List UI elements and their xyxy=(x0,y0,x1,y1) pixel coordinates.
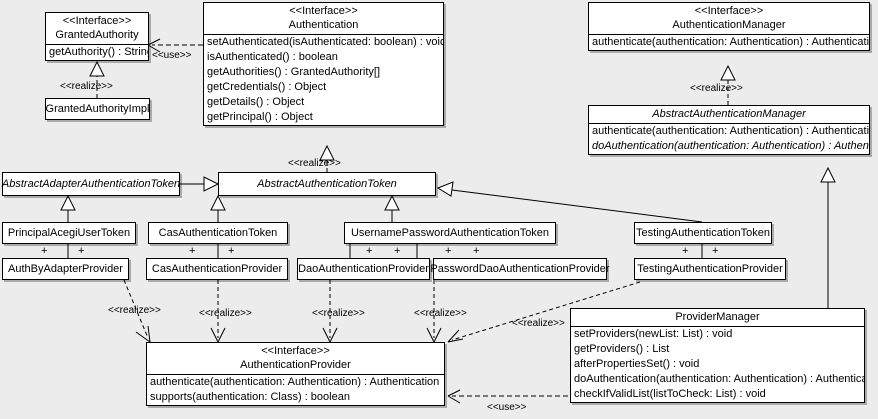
member-row: authenticate(authentication: Authenticat… xyxy=(150,376,440,388)
class-members: getAuthority() : String xyxy=(46,45,148,60)
member-row: doAuthentication(authentication: Authent… xyxy=(574,373,864,385)
class-authentication[interactable]: <<Interface>> Authentication setAuthenti… xyxy=(203,2,444,126)
class-members: setProviders(newList: List) : void getPr… xyxy=(571,327,864,402)
class-header: ProviderManager xyxy=(571,309,864,327)
class-authentication-provider[interactable]: <<Interface>> AuthenticationProvider aut… xyxy=(146,342,445,406)
edge-label-use-provider-manager: <<use>> xyxy=(487,402,527,413)
association-marker: + xyxy=(41,245,48,257)
edge-label-realize-testing-provider: <<realize>> xyxy=(512,318,565,329)
class-username-password-authentication-token[interactable]: UsernamePasswordAuthenticationToken xyxy=(344,222,556,244)
class-name-label: TestingAuthenticationProvider xyxy=(637,263,783,275)
edge-label-realize-password-dao-provider: <<realize>> xyxy=(414,308,467,319)
association-marker: + xyxy=(394,245,401,257)
edge-label-realize-abstract-auth-manager: <<realize>> xyxy=(690,83,743,94)
edge-label-realize-dao-provider: <<realize>> xyxy=(312,308,365,319)
association-marker: + xyxy=(712,245,719,257)
stereotype-label: <<Interface>> xyxy=(261,345,330,357)
edge-label-realize-granted-authority-impl: <<realize>> xyxy=(60,81,113,92)
class-name-label: AbstractAdapterAuthenticationToken xyxy=(1,178,181,190)
class-auth-by-adapter-provider[interactable]: AuthByAdapterProvider xyxy=(2,258,129,280)
member-row: isAuthenticated() : boolean xyxy=(207,51,338,63)
class-header: <<Interface>> GrantedAuthority xyxy=(46,13,148,45)
class-cas-authentication-token[interactable]: CasAuthenticationToken xyxy=(148,222,288,244)
class-name-label: AuthenticationManager xyxy=(672,19,786,31)
class-members: authenticate(authentication: Authenticat… xyxy=(589,124,869,154)
class-abstract-adapter-authentication-token[interactable]: AbstractAdapterAuthenticationToken xyxy=(2,172,180,196)
member-row: afterPropertiesSet() : void xyxy=(574,358,700,370)
class-authentication-manager[interactable]: <<Interface>> AuthenticationManager auth… xyxy=(588,2,870,51)
association-marker: + xyxy=(682,245,689,257)
class-name-label: AbstractAuthenticationToken xyxy=(257,178,397,190)
stereotype-label: <<Interface>> xyxy=(289,5,358,17)
member-row: getProviders() : List xyxy=(574,343,670,355)
class-granted-authority[interactable]: <<Interface>> GrantedAuthority getAuthor… xyxy=(45,12,149,61)
class-members: authenticate(authentication: Authenticat… xyxy=(589,35,869,50)
member-row: setAuthenticated(isAuthenticated: boolea… xyxy=(207,36,443,48)
class-name-label: AbstractAuthenticationManager xyxy=(652,108,806,120)
class-name-label: AuthenticationProvider xyxy=(240,359,351,371)
edge-label-realize-cas-provider: <<realize>> xyxy=(199,308,252,319)
stereotype-label: <<Interface>> xyxy=(694,5,764,17)
class-members: setAuthenticated(isAuthenticated: boolea… xyxy=(204,35,443,125)
class-name-label: ProviderManager xyxy=(675,311,760,323)
member-row: setProviders(newList: List) : void xyxy=(574,328,733,340)
class-name-label: DaoAuthenticationProvider xyxy=(298,263,429,275)
member-row: checkIfValidList(listToCheck: List) : vo… xyxy=(574,388,766,400)
class-name-label: CasAuthenticationToken xyxy=(158,227,278,239)
class-name-label: GrantedAuthority xyxy=(55,29,139,41)
member-row: authenticate(authentication: Authenticat… xyxy=(592,36,869,48)
class-header: <<Interface>> AuthenticationProvider xyxy=(147,343,444,375)
class-name-label: AuthByAdapterProvider xyxy=(8,263,123,275)
member-row: getAuthority() : String xyxy=(49,46,148,58)
class-header: <<Interface>> AuthenticationManager xyxy=(589,3,869,35)
member-row: authenticate(authentication: Authenticat… xyxy=(592,125,869,137)
class-name-label: Authentication xyxy=(288,19,359,31)
class-name-label: GrantedAuthorityImpl xyxy=(45,103,150,115)
class-password-dao-authentication-provider[interactable]: PasswordDaoAuthenticationProvider xyxy=(430,258,610,280)
class-cas-authentication-provider[interactable]: CasAuthenticationProvider xyxy=(146,258,288,280)
association-marker: + xyxy=(189,245,196,257)
class-testing-authentication-token[interactable]: TestingAuthenticationToken xyxy=(634,222,772,244)
class-abstract-authentication-manager[interactable]: AbstractAuthenticationManager authentica… xyxy=(588,105,870,155)
class-principal-acegi-user-token[interactable]: PrincipalAcegiUserToken xyxy=(2,222,136,244)
member-row: getCredentials() : Object xyxy=(207,81,327,93)
class-testing-authentication-provider[interactable]: TestingAuthenticationProvider xyxy=(634,258,786,280)
class-provider-manager[interactable]: ProviderManager setProviders(newList: Li… xyxy=(570,308,865,403)
edge-label-use-granted-authority: <<use>> xyxy=(152,50,192,61)
class-name-label: PrincipalAcegiUserToken xyxy=(7,227,131,239)
member-row: getAuthorities() : GrantedAuthority[] xyxy=(207,66,381,78)
class-name-label: TestingAuthenticationToken xyxy=(636,227,770,239)
class-name-label: UsernamePasswordAuthenticationToken xyxy=(350,227,550,239)
class-name-label: CasAuthenticationProvider xyxy=(151,263,283,275)
class-dao-authentication-provider[interactable]: DaoAuthenticationProvider xyxy=(297,258,430,280)
association-marker: + xyxy=(366,245,373,257)
edge-label-realize-abstract-auth-token: <<realize>> xyxy=(288,158,341,169)
class-header: <<Interface>> Authentication xyxy=(204,3,443,35)
class-granted-authority-impl[interactable]: GrantedAuthorityImpl xyxy=(45,98,150,120)
association-marker: + xyxy=(228,245,235,257)
association-marker: + xyxy=(445,245,452,257)
association-marker: + xyxy=(473,245,480,257)
class-name-label: PasswordDaoAuthenticationProvider xyxy=(430,263,610,275)
member-row: doAuthentication(authentication: Authent… xyxy=(592,140,869,152)
class-members: authenticate(authentication: Authenticat… xyxy=(147,375,444,405)
member-row: getDetails() : Object xyxy=(207,96,305,108)
edge-label-realize-auth-by-adapter: <<realize>> xyxy=(108,305,161,316)
association-marker: + xyxy=(78,245,85,257)
stereotype-label: <<Interface>> xyxy=(62,15,132,27)
class-abstract-authentication-token[interactable]: AbstractAuthenticationToken xyxy=(218,172,436,196)
member-row: getPrincipal() : Object xyxy=(207,111,313,123)
class-header: AbstractAuthenticationManager xyxy=(589,106,869,124)
member-row: supports(authentication: Class) : boolea… xyxy=(150,391,350,403)
